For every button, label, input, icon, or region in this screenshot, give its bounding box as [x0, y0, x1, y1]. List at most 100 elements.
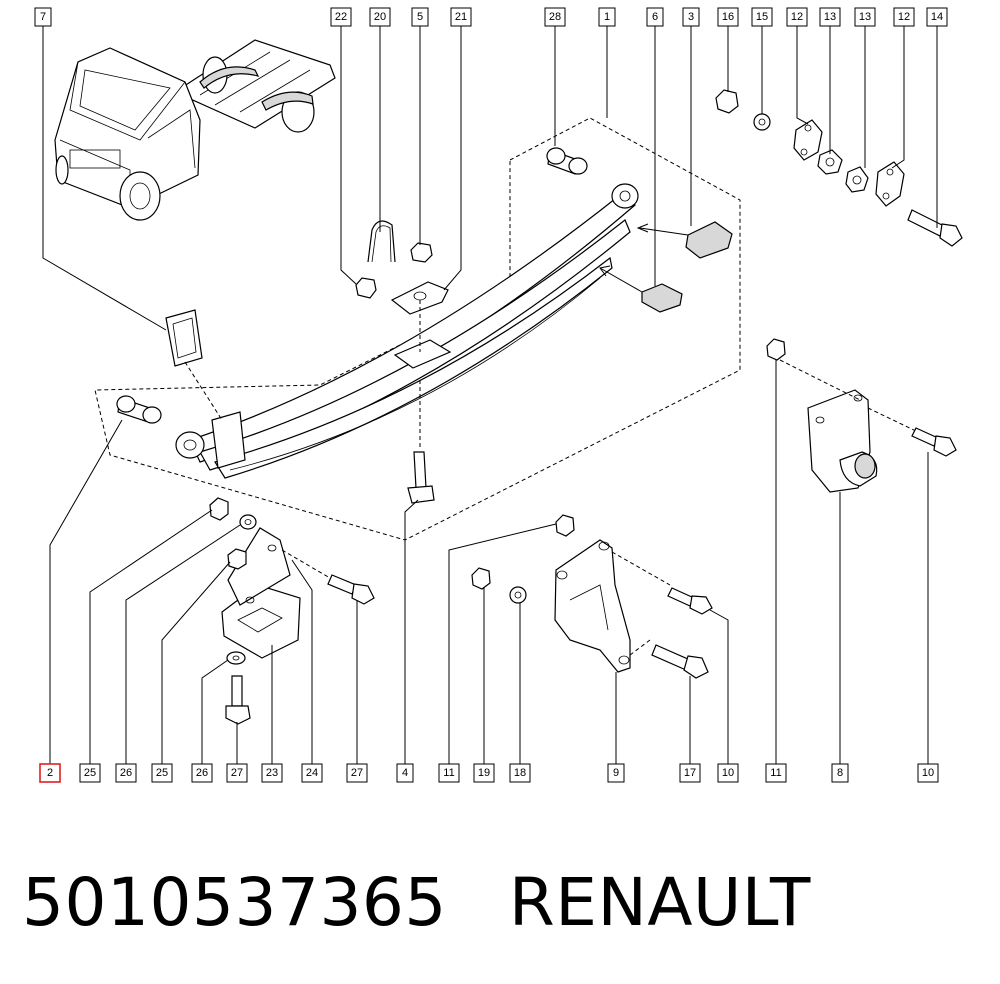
- washer-26-upper: [239, 514, 257, 530]
- callout-label: 10: [717, 763, 739, 783]
- callouts-bottom: 2 25 26 25 26 27 23 24 27 4 11 19 18 9 1…: [39, 763, 939, 783]
- callout-label: 8: [831, 763, 849, 783]
- u-bolt: [367, 220, 396, 263]
- svg-text:24: 24: [306, 767, 318, 779]
- nut-19: [471, 567, 491, 590]
- rear-shackle-bracket: [554, 539, 671, 673]
- callout-label: 21: [450, 7, 472, 27]
- nut-11-hanger: [766, 338, 786, 361]
- bolt-17: [651, 644, 709, 679]
- callout-label: 20: [369, 7, 391, 27]
- centre-bolt: [407, 380, 435, 504]
- callout-label: 6: [646, 7, 664, 27]
- leaf-spring: [175, 183, 639, 479]
- callout-label: 26: [115, 763, 137, 783]
- svg-text:6: 6: [652, 11, 658, 23]
- nut-11-shackle: [555, 514, 575, 537]
- svg-text:9: 9: [613, 767, 619, 779]
- svg-text:3: 3: [688, 11, 694, 23]
- callout-label: 11: [765, 763, 787, 783]
- svg-text:17: 17: [684, 767, 696, 779]
- svg-text:12: 12: [898, 11, 910, 23]
- callout-label: 26: [191, 763, 213, 783]
- callout-label: 15: [751, 7, 773, 27]
- svg-text:10: 10: [722, 767, 734, 779]
- svg-text:2: 2: [47, 767, 53, 779]
- nut-22: [355, 277, 377, 299]
- callout-label: 27: [346, 763, 368, 783]
- callout-label: 24: [301, 763, 323, 783]
- nut-5: [410, 242, 433, 263]
- callout-label: 18: [509, 763, 531, 783]
- nut-25-upper: [209, 497, 229, 521]
- svg-text:13: 13: [859, 11, 871, 23]
- svg-text:4: 4: [402, 767, 408, 779]
- svg-text:21: 21: [455, 11, 467, 23]
- svg-text:11: 11: [770, 767, 781, 779]
- svg-text:11: 11: [443, 767, 454, 779]
- svg-text:13: 13: [824, 11, 836, 23]
- callout-label: 28: [544, 7, 566, 27]
- clamp-plate: [390, 281, 449, 352]
- washer-26-lower: [226, 651, 246, 665]
- svg-text:27: 27: [231, 767, 243, 779]
- svg-text:25: 25: [156, 767, 168, 779]
- svg-text:26: 26: [120, 767, 132, 779]
- bolt-27-lower: [225, 675, 251, 725]
- svg-text:16: 16: [722, 11, 734, 23]
- callouts-top: 7 22 20 5 21 28 1 6 3 16 15 12 13 13 12 …: [34, 7, 948, 27]
- leader-lines-bottom: [49, 360, 929, 764]
- svg-text:5: 5: [417, 11, 423, 23]
- spring-clip: [165, 309, 223, 421]
- svg-text:15: 15: [756, 11, 768, 23]
- svg-text:25: 25: [84, 767, 96, 779]
- bush-13-right: [845, 166, 869, 193]
- callout-label-highlighted: 2: [39, 763, 61, 783]
- callout-label: 25: [79, 763, 101, 783]
- svg-text:28: 28: [549, 11, 561, 23]
- callout-label: 16: [717, 7, 739, 27]
- callout-label: 4: [396, 763, 414, 783]
- callout-label: 10: [917, 763, 939, 783]
- svg-text:7: 7: [40, 11, 46, 23]
- link-plate-12-right: [875, 161, 905, 207]
- washer-18: [509, 586, 527, 604]
- svg-text:18: 18: [514, 767, 526, 779]
- bush-rear: [546, 147, 588, 175]
- svg-text:20: 20: [374, 11, 386, 23]
- brand-name: RENAULT: [508, 863, 811, 941]
- callout-label: 1: [598, 7, 616, 27]
- callout-label: 17: [679, 763, 701, 783]
- front-hanger-bracket: [221, 527, 331, 659]
- callout-label: 7: [34, 7, 52, 27]
- svg-text:14: 14: [931, 11, 943, 23]
- rear-hanger: [779, 359, 919, 493]
- svg-text:12: 12: [791, 11, 803, 23]
- bolt-27-side: [327, 574, 375, 605]
- svg-text:26: 26: [196, 767, 208, 779]
- callout-label: 13: [854, 7, 876, 27]
- part-caption: 5010537365 RENAULT: [22, 862, 811, 942]
- callout-label: 23: [261, 763, 283, 783]
- bolt-10-shackle: [667, 587, 713, 615]
- callout-label: 9: [607, 763, 625, 783]
- callout-label: 3: [682, 7, 700, 27]
- bolt-10-hanger: [911, 427, 957, 457]
- leader-lines-top: [42, 26, 938, 331]
- vehicle-thumbnail: [54, 39, 336, 221]
- svg-text:8: 8: [837, 767, 843, 779]
- link-plate-12-left: [793, 119, 823, 161]
- pad-3: [636, 221, 733, 259]
- callout-label: 22: [330, 7, 352, 27]
- svg-text:1: 1: [604, 11, 610, 23]
- bush-13-left: [817, 149, 843, 175]
- callout-label: 13: [819, 7, 841, 27]
- svg-text:19: 19: [478, 767, 490, 779]
- callout-label: 11: [438, 763, 460, 783]
- washer-15: [753, 113, 771, 131]
- svg-text:27: 27: [351, 767, 363, 779]
- part-number: 5010537365: [22, 863, 447, 941]
- svg-text:10: 10: [922, 767, 934, 779]
- svg-text:22: 22: [335, 11, 347, 23]
